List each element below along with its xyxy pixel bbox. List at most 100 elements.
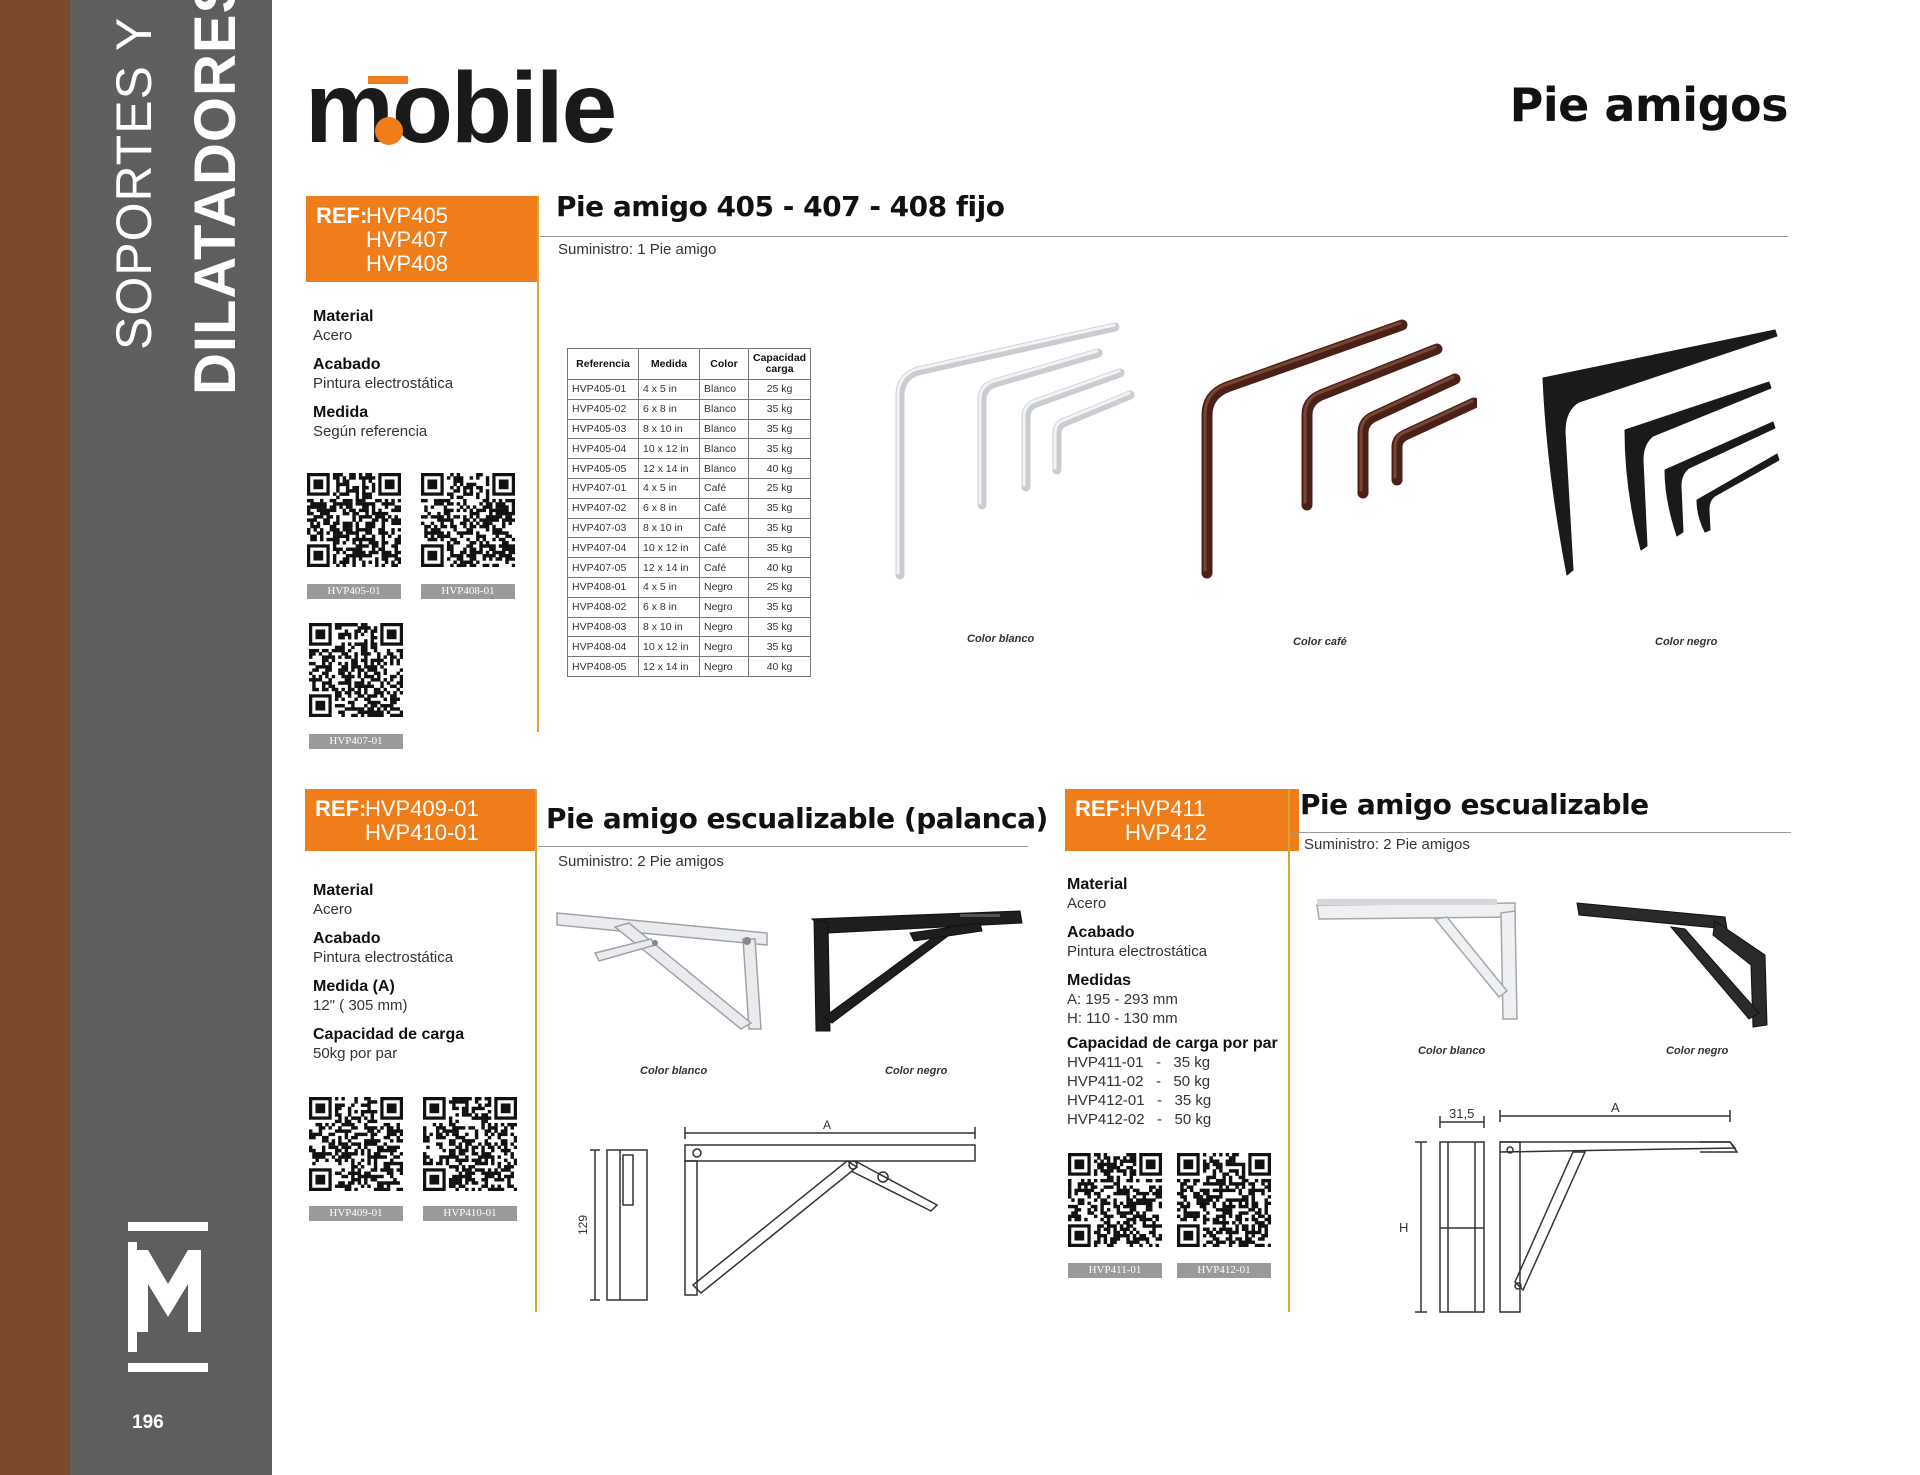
qr-code-icon[interactable] [307, 473, 401, 567]
dimension-a-label: A [1611, 1100, 1620, 1115]
supply-text: Suministro: 2 Pie amigos [558, 853, 724, 870]
table-cell: Café [699, 477, 749, 499]
table-cell: 12 x 14 in [638, 557, 700, 578]
table-cell: 25 kg [747, 477, 812, 499]
table-cell: 40 kg [747, 458, 812, 479]
caption: Color negro [1655, 636, 1718, 648]
table-cell: Café [699, 517, 749, 539]
table-cell: 4 x 5 in [638, 379, 700, 400]
table-cell: Negro [699, 596, 749, 618]
folding-bracket-black-image [1576, 902, 1768, 1028]
spec-list: Material Acero Acabado Pintura electrost… [313, 881, 523, 1063]
qr-code-icon[interactable] [421, 473, 515, 567]
folding-bracket-black-image [810, 910, 1023, 1032]
spec-label: Material [1067, 876, 1128, 893]
table-cell: 35 kg [747, 398, 812, 420]
caption: Color café [1293, 636, 1347, 648]
spec-value: Pintura electrostática [313, 949, 454, 966]
ref-code: HVP405 [366, 203, 448, 228]
dimension-h-label: H [1399, 1220, 1408, 1235]
qr-code-icon[interactable] [1068, 1153, 1162, 1247]
supply-text: Suministro: 1 Pie amigo [558, 241, 717, 258]
table-cell: 10 x 12 in [638, 438, 700, 460]
ref-label: REF: [316, 203, 368, 228]
spec-list: Material Acero Acabado Pintura electrost… [1067, 875, 1282, 1129]
spec-label: Acabado [313, 930, 381, 947]
table-cell: HVP408-02 [567, 596, 639, 618]
spec-list: Material Acero Acabado Pintura electrost… [313, 307, 523, 441]
spec-label: Medida (A) [313, 978, 395, 995]
spec-label: Acabado [1067, 924, 1135, 941]
qr-code-icon[interactable] [309, 1097, 403, 1191]
spec-value: HVP412-02 - 50 kg [1067, 1111, 1212, 1128]
page-title: Pie amigos [1509, 78, 1789, 132]
spec-label: Capacidad de carga [313, 1026, 465, 1043]
ref-code: HVP412 [1125, 820, 1207, 845]
technical-diagram: A 129 [576, 1118, 976, 1301]
title-rule [540, 236, 1788, 237]
brand-logo: mobile [305, 58, 617, 158]
table-cell: 25 kg [747, 576, 812, 598]
spec-value: Pintura electrostática [313, 375, 454, 392]
table-cell: HVP407-04 [567, 537, 639, 559]
section-divider [535, 789, 537, 1312]
table-cell: HVP407-02 [567, 497, 639, 519]
spec-label: Medidas [1067, 972, 1132, 989]
caption: Color blanco [1418, 1045, 1486, 1057]
folding-bracket-white-image [556, 912, 768, 1030]
section-title: Pie amigo escualizable (palanca) [546, 802, 1048, 835]
bracket-brown-image [1201, 319, 1477, 579]
table-cell: 25 kg [747, 379, 812, 400]
spec-value: HVP411-01 - 35 kg [1067, 1054, 1211, 1071]
qr-label: HVP405-01 [307, 584, 401, 599]
brand-dot-icon [368, 76, 408, 145]
table-cell: 6 x 8 in [638, 398, 700, 420]
spec-value: HVP411-02 - 50 kg [1067, 1073, 1211, 1090]
qr-label: HVP411-01 [1068, 1263, 1162, 1278]
spec-label: Acabado [313, 356, 381, 373]
ref-code: HVP410-01 [365, 820, 479, 845]
reference-table: Referencia Medida Color Capacidad carga … [567, 348, 812, 677]
spec-value: Pintura electrostática [1067, 943, 1208, 960]
table-cell: Negro [699, 656, 749, 677]
spec-label: Material [313, 882, 374, 899]
qr-code-icon[interactable] [423, 1097, 517, 1191]
table-cell: 35 kg [747, 418, 812, 440]
spec-value: Según referencia [313, 423, 428, 440]
table-cell: HVP407-05 [567, 557, 639, 578]
ref-code: HVP408 [366, 251, 448, 276]
caption: Color blanco [967, 633, 1035, 645]
spec-value: 12" ( 305 mm) [313, 997, 408, 1014]
caption: Color negro [885, 1065, 948, 1077]
table-cell: HVP405-04 [567, 438, 639, 460]
spec-label: Medida [313, 404, 369, 421]
table-cell: HVP408-01 [567, 576, 639, 598]
ref-label: REF: [315, 796, 367, 821]
table-cell: Blanco [699, 458, 749, 479]
technical-diagram: A 31,5 H [1399, 1100, 1739, 1313]
table-cell: Blanco [699, 438, 749, 460]
ref-label: REF: [1075, 796, 1127, 821]
table-cell: Negro [699, 616, 749, 638]
table-cell: 4 x 5 in [638, 477, 700, 499]
caption: Color blanco [640, 1065, 708, 1077]
column-header: Medida [638, 348, 700, 380]
category-line2: DILATADORES [183, 0, 248, 395]
title-rule [538, 846, 1028, 847]
spec-label: Capacidad de carga por par [1067, 1035, 1278, 1052]
qr-code-icon[interactable] [309, 623, 403, 717]
qr-code-icon[interactable] [1177, 1153, 1271, 1247]
spec-value: HVP412-01 - 35 kg [1067, 1092, 1212, 1109]
table-cell: 10 x 12 in [638, 537, 700, 559]
table-cell: 35 kg [747, 438, 812, 460]
